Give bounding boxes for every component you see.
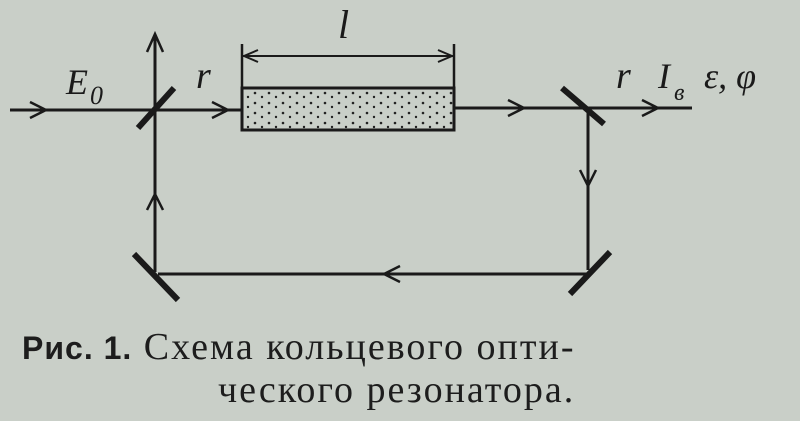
label-output-intensity: I — [657, 56, 672, 96]
bottom-left-mirror — [131, 251, 181, 303]
dimension-arrow-right — [437, 49, 455, 63]
input-mirror — [135, 85, 177, 131]
beam-arrow-up-lower — [145, 191, 165, 211]
label-crystal-length: l — [338, 2, 349, 47]
output-arrow — [641, 98, 661, 118]
output-mirror — [560, 85, 606, 127]
beam-arrow-down — [578, 169, 598, 189]
label-reflectance-left: r — [196, 55, 211, 97]
figure-caption: Рис. 1. Схема кольцевого опти- ческого р… — [22, 326, 792, 411]
caption-prefix: Рис. 1. — [22, 330, 133, 366]
caption-text-1: Схема кольцевого опти- — [143, 326, 576, 368]
beam-arrow-left-mirror-to-crystal — [211, 100, 231, 120]
beam-arrow-crystal-to-mirror — [507, 98, 527, 118]
label-output-intensity-subscript: в — [674, 80, 684, 106]
beam-arrow-up-top — [145, 30, 165, 53]
label-input-field-subscript: 0 — [90, 81, 103, 110]
label-input-field: E — [65, 62, 88, 102]
input-arrow — [29, 100, 49, 120]
crystal — [240, 86, 456, 132]
label-output-params: ε, φ — [704, 56, 756, 96]
label-reflectance-right: r — [616, 55, 631, 97]
caption-line-2: ческого резонатора. — [218, 369, 576, 411]
beam-arrow-left — [381, 264, 401, 284]
bottom-right-mirror — [567, 249, 613, 297]
dimension-arrow-left — [241, 49, 259, 63]
caption-line-1: Рис. 1. Схема кольцевого опти- — [22, 326, 792, 369]
